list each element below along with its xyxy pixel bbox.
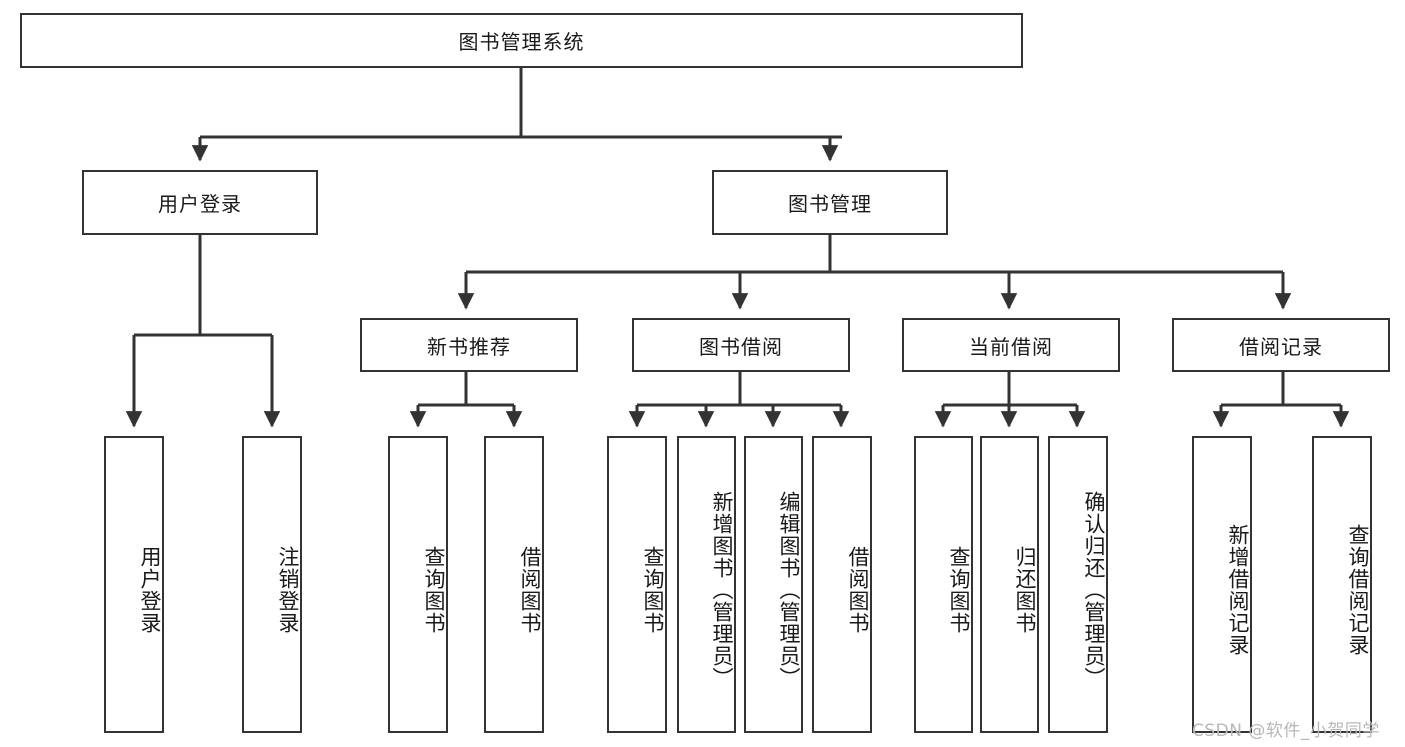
node-leaf-borrow-book-1-label: 借阅图书: [518, 545, 542, 634]
node-book-management-label: 图书管理: [788, 192, 872, 216]
node-leaf-return-book-label: 归还图书: [1013, 545, 1037, 634]
node-leaf-edit-book[interactable]: 编辑图书（管理员）: [744, 436, 803, 733]
node-new-book-recommend-label: 新书推荐: [427, 334, 511, 359]
node-current-borrow[interactable]: 当前借阅: [902, 318, 1120, 372]
node-leaf-query-book-1-label: 查询图书: [422, 545, 446, 634]
node-leaf-add-record-label: 新增借阅记录: [1226, 523, 1250, 656]
node-book-management[interactable]: 图书管理: [712, 170, 948, 235]
node-leaf-query-book-2-label: 查询图书: [641, 545, 665, 634]
node-leaf-query-book-3-label: 查询图书: [947, 545, 971, 634]
node-root[interactable]: 图书管理系统: [20, 13, 1023, 68]
node-new-book-recommend[interactable]: 新书推荐: [360, 318, 578, 372]
node-leaf-query-record[interactable]: 查询借阅记录: [1312, 436, 1372, 733]
node-leaf-confirm-return[interactable]: 确认归还（管理员）: [1048, 436, 1108, 733]
node-leaf-user-login-label: 用户登录: [138, 545, 162, 634]
node-leaf-query-book-1[interactable]: 查询图书: [388, 436, 448, 733]
node-leaf-add-book[interactable]: 新增图书（管理员）: [677, 436, 736, 733]
node-leaf-add-record[interactable]: 新增借阅记录: [1192, 436, 1252, 733]
node-root-label: 图书管理系统: [458, 30, 585, 54]
node-leaf-logout-login-label: 注销登录: [276, 545, 300, 634]
node-book-borrow-label: 图书借阅: [699, 334, 783, 359]
node-borrow-record[interactable]: 借阅记录: [1172, 318, 1390, 372]
node-user-login[interactable]: 用户登录: [82, 170, 318, 235]
node-user-login-label: 用户登录: [158, 192, 242, 216]
node-leaf-logout-login[interactable]: 注销登录: [242, 436, 302, 733]
node-borrow-record-label: 借阅记录: [1239, 334, 1323, 359]
node-leaf-add-book-label: 新增图书（管理员）: [710, 490, 734, 689]
node-leaf-query-book-2[interactable]: 查询图书: [607, 436, 667, 733]
node-leaf-user-login[interactable]: 用户登录: [104, 436, 164, 733]
node-leaf-edit-book-label: 编辑图书（管理员）: [777, 490, 801, 689]
node-book-borrow[interactable]: 图书借阅: [632, 318, 850, 372]
node-leaf-borrow-book-1[interactable]: 借阅图书: [484, 436, 544, 733]
node-current-borrow-label: 当前借阅: [969, 334, 1053, 359]
node-leaf-query-book-3[interactable]: 查询图书: [914, 436, 973, 733]
node-leaf-borrow-book-2[interactable]: 借阅图书: [812, 436, 872, 733]
node-leaf-query-record-label: 查询借阅记录: [1346, 523, 1370, 656]
node-leaf-return-book[interactable]: 归还图书: [980, 436, 1039, 733]
node-leaf-borrow-book-2-label: 借阅图书: [846, 545, 870, 634]
node-leaf-confirm-return-label: 确认归还（管理员）: [1082, 490, 1106, 689]
